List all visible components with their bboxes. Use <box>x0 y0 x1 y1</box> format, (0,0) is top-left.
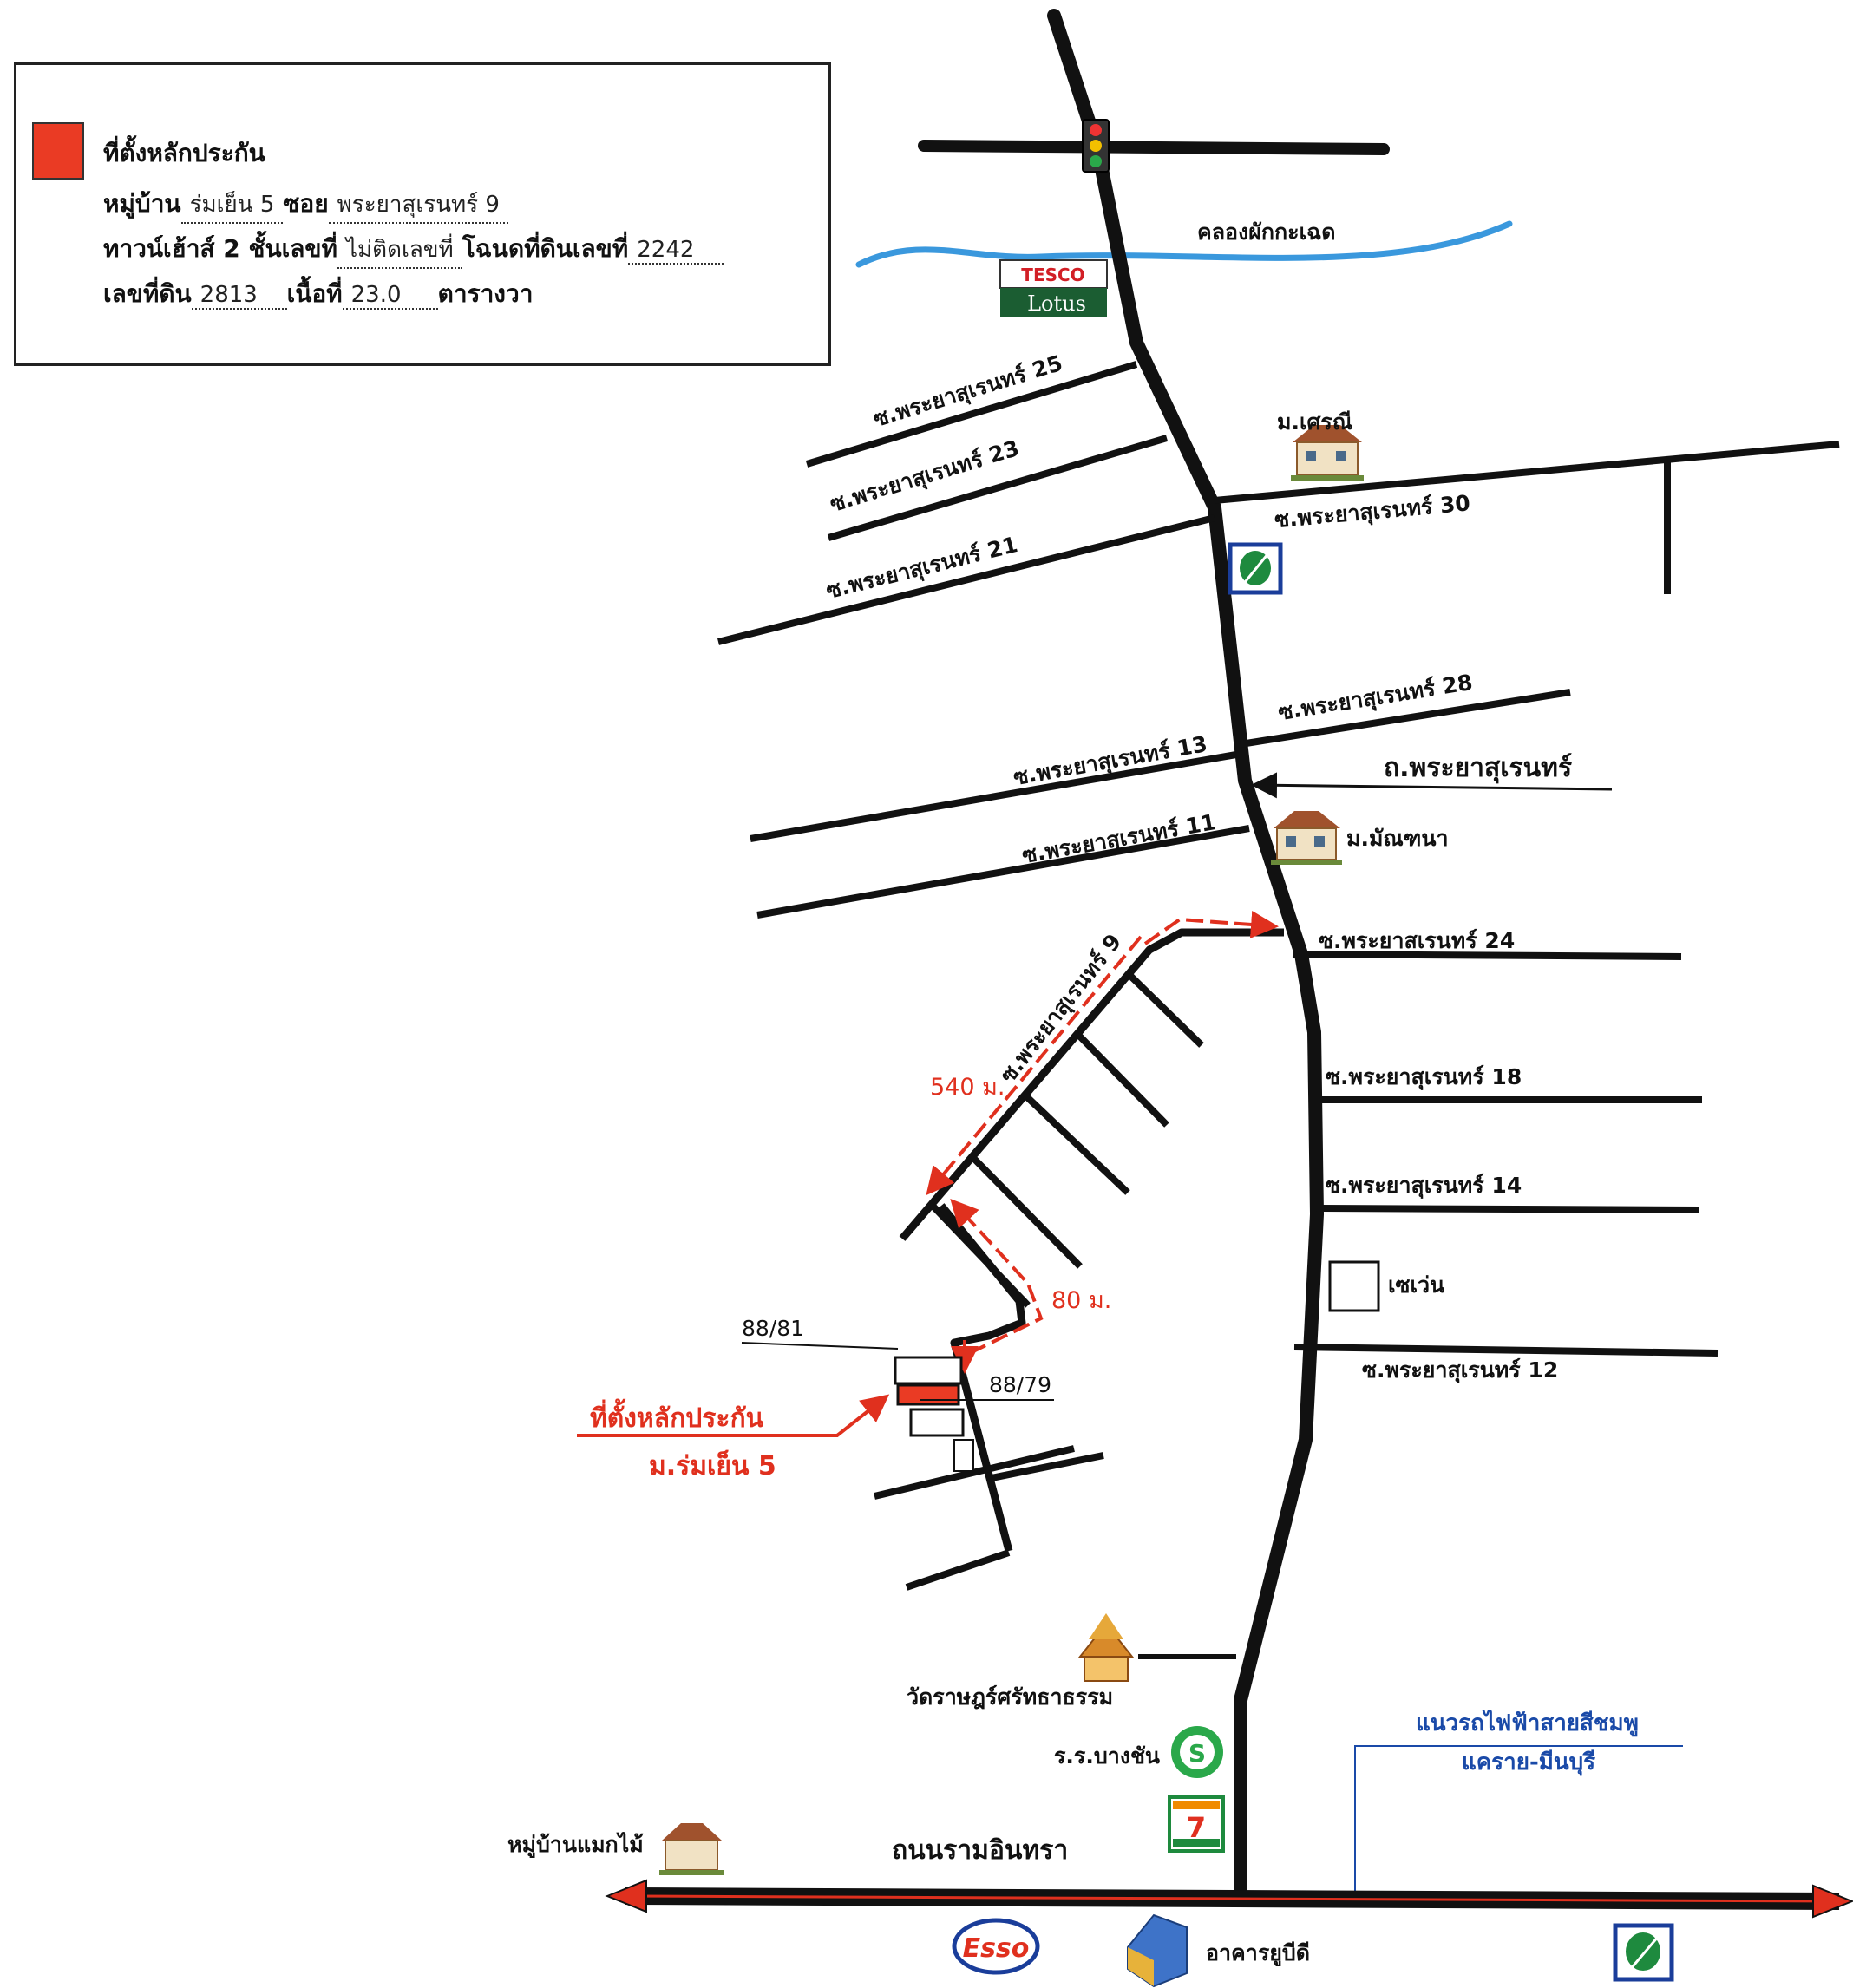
area-label: เนื้อที่ <box>286 279 343 308</box>
rail-label-1: แนวรถไฟฟ้าสายสีชมพู <box>1416 1709 1639 1737</box>
land-no-value: 2813 <box>191 282 287 310</box>
canal-line <box>855 220 1513 268</box>
soi-9-road <box>899 928 1284 1241</box>
mantana-label: ม.มัณฑนา <box>1346 826 1449 851</box>
house-icon-maekmai <box>659 1823 724 1875</box>
tesco-lotus-logo: TESCO Lotus <box>999 259 1108 317</box>
collateral-label-1: ที่ตั้งหลักประกัน <box>590 1398 764 1434</box>
soi-14-label: ซ.พระยาสุเรนทร์ 14 <box>1326 1173 1522 1200</box>
soi-12-label: ซ.พระยาสุเรนทร์ 12 <box>1362 1357 1558 1384</box>
soi-30-road <box>1214 441 1840 504</box>
canal-label: คลองผักกะเฉด <box>1197 219 1335 245</box>
seven-eleven-label: เซเว่น <box>1388 1272 1444 1298</box>
area-unit: ตารางวา <box>437 279 534 308</box>
legend-title: ที่ตั้งหลักประกัน <box>103 139 265 167</box>
soi-13-road <box>750 751 1237 842</box>
soi-14-road <box>1316 1205 1699 1213</box>
svg-text:TESCO: TESCO <box>1021 265 1084 285</box>
ramintra-label: ถนนรามอินทรา <box>892 1835 1068 1866</box>
soi-11-road <box>756 825 1250 919</box>
traffic-light-icon <box>1082 119 1110 173</box>
main-road-pointer <box>1251 772 1613 799</box>
soi-30-label: ซ.พระยาสุเรนทร์ 30 <box>1274 490 1471 534</box>
route-dashed-540 <box>1143 911 1279 945</box>
village-label: หมู่บ้าน <box>103 189 181 218</box>
svg-text:Lotus: Lotus <box>1027 291 1086 316</box>
soi-12-road <box>1293 1344 1719 1357</box>
deed-label: โฉนดที่ดินเลขที่ <box>462 234 629 263</box>
legend-row-house: ทาวน์เฮ้าส์ 2 ชั้นเลขที่ไม่ติดเลขที่โฉนด… <box>103 230 724 269</box>
soi-23-road <box>827 435 1169 541</box>
house-8879-label: 88/79 <box>989 1372 1051 1397</box>
building-icon-ubd <box>1127 1913 1188 1988</box>
gas-station-icon-ptt <box>1228 542 1283 595</box>
collateral-plot <box>894 1356 974 1472</box>
temple-icon <box>1077 1613 1135 1682</box>
route-dashed-diag <box>926 935 1143 1196</box>
house-icon-sreni <box>1291 425 1364 481</box>
house-no-value: ไม่ติดเลขที่ <box>337 232 462 269</box>
soi-25-road <box>805 361 1138 468</box>
gas-station-icon-ptt-bottom <box>1613 1923 1674 1982</box>
distance-80: 80 ม. <box>1051 1287 1111 1314</box>
maekmai-label: หมู่บ้านแมกไม้ <box>507 1831 644 1859</box>
soi-28-label: ซ.พระยาสุเรนทร์ 28 <box>1276 670 1474 727</box>
deed-value: 2242 <box>628 237 724 265</box>
school-label: ร.ร.บางชัน <box>1054 1743 1160 1769</box>
house-8881-label: 88/81 <box>742 1316 804 1341</box>
temple-label: วัดราษฎร์ศรัทธาธรรม <box>907 1684 1113 1710</box>
school-icon: S <box>1171 1726 1223 1778</box>
main-road-label: ถ.พระยาสุเรนทร์ <box>1384 753 1572 784</box>
svg-text:Esso: Esso <box>963 1933 1030 1964</box>
house-icon-mantana <box>1271 811 1342 865</box>
seven-eleven-logo: 7 <box>1168 1795 1225 1853</box>
soi-21-road <box>717 514 1215 645</box>
collateral-marker-swatch <box>32 122 84 180</box>
house-type-label: ทาวน์เฮ้าส์ 2 ชั้นเลขที่ <box>103 234 337 263</box>
ubd-label: อาคารยูบีดี <box>1206 1940 1310 1967</box>
svg-text:S: S <box>1188 1739 1206 1768</box>
soi-24-label: ซ.พระยาสเรนทร์ 24 <box>1319 928 1515 953</box>
distance-540: 540 ม. <box>930 1074 1005 1101</box>
soi-label: ซอย <box>283 189 329 218</box>
collateral-label-2: ม.ร่มเย็น 5 <box>649 1449 776 1481</box>
soi-28-road <box>1240 689 1571 748</box>
pink-line-rail <box>1354 1745 1683 1895</box>
soi-18-label: ซ.พระยาสุเรนทร์ 18 <box>1326 1064 1522 1091</box>
seven-eleven-box <box>1328 1260 1380 1312</box>
route-dashed-80 <box>950 1199 1044 1355</box>
village-road <box>938 1203 1026 1553</box>
land-no-label: เลขที่ดิน <box>103 279 192 308</box>
svg-text:7: 7 <box>1187 1811 1206 1844</box>
village-value: ร่มเย็น 5 <box>180 186 284 224</box>
sreni-label: ม.เศรณี <box>1277 409 1352 435</box>
rail-label-2: แคราย-มีนบุรี <box>1462 1749 1595 1776</box>
soi-value: พระยาสุเรนทร์ 9 <box>328 186 508 224</box>
esso-logo: Esso <box>952 1918 1040 1975</box>
soi-24-road <box>1292 951 1682 960</box>
area-value: 23.0 <box>342 282 438 310</box>
top-cross-road <box>918 140 1390 155</box>
